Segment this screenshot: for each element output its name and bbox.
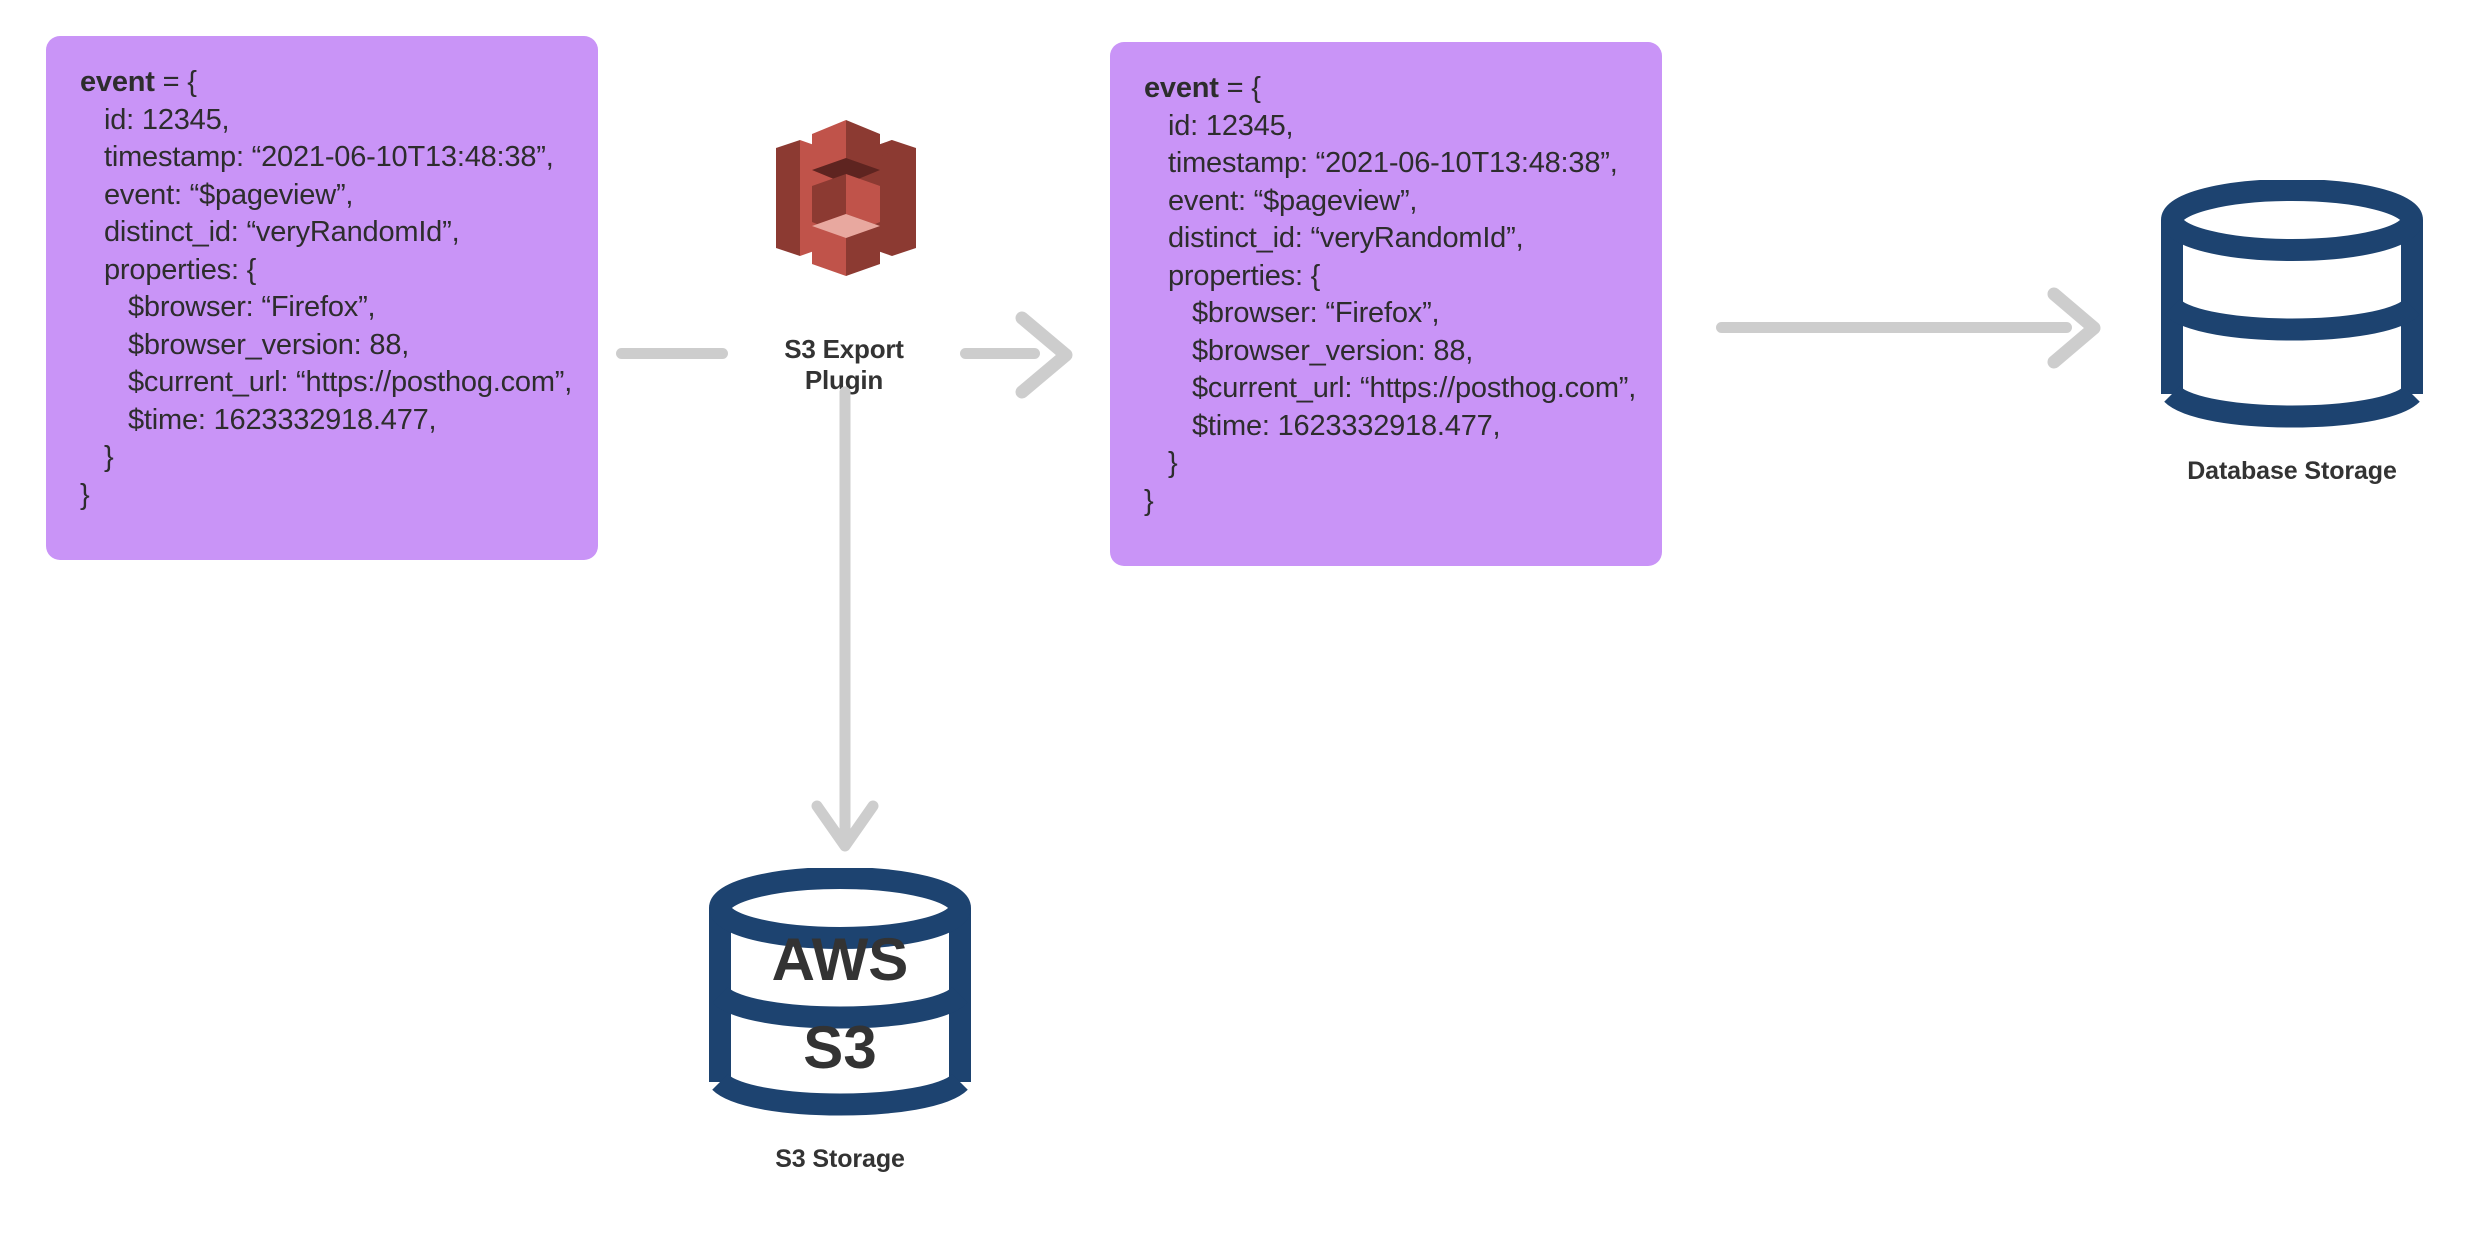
source-event-code-line: $browser: “Firefox”,: [128, 291, 376, 323]
exported-event-payload-card: event = { id: 12345, timestamp: “2021-06-1…: [1110, 42, 1662, 566]
s3-storage-cylinder-icon: AWS S3: [709, 867, 971, 1116]
s3-storage-band-top-text: AWS: [772, 926, 909, 993]
exported-event-code-block: event = { id: 12345, timestamp: “2021-06-1…: [1144, 70, 1637, 520]
arrow-exported-to-database-head: [2047, 287, 2101, 369]
exported-event-code-line: }: [1168, 447, 1178, 479]
exported-event-code-line: event = {: [1144, 72, 1261, 104]
database-storage-cylinder-icon: [2161, 179, 2423, 428]
source-event-code-line: event: “$pageview”,: [104, 178, 354, 211]
source-event-code-line: id: 12345,: [104, 103, 230, 136]
database-storage-caption: Database Storage: [2187, 457, 2397, 485]
exported-event-code-line: distinct_id: “veryRandomId”,: [1168, 222, 1524, 254]
exported-event-code-line: $browser_version: 88,: [1192, 334, 1474, 367]
exported-event-code-line: $browser: “Firefox”,: [1192, 297, 1440, 329]
database-storage-node: Database Storage: [2152, 179, 2432, 486]
aws-s3-logo-icon: [772, 118, 920, 278]
source-event-code-line: $browser_version: 88,: [128, 328, 410, 361]
exported-event-code-line: }: [1144, 484, 1154, 517]
exported-event-code-line: properties: {: [1168, 259, 1321, 292]
exported-event-code-line: $time: 1623332918.477,: [1192, 409, 1501, 442]
arrow-exported-to-database-shaft: [1716, 322, 2072, 333]
arrow-source-to-plugin: [616, 348, 728, 359]
source-event-code-line: properties: {: [104, 253, 257, 286]
source-event-code-line: event = {: [80, 66, 197, 98]
arrow-plugin-to-s3-storage: [811, 386, 879, 852]
arrow-plugin-to-exported-head: [1015, 311, 1073, 399]
source-event-code-line: }: [104, 441, 114, 473]
source-event-payload-card: event = { id: 12345, timestamp: “2021-06-1…: [46, 36, 598, 560]
source-event-code-line: timestamp: “2021-06-10T13:48:38”,: [104, 141, 554, 173]
source-event-code-line: }: [80, 478, 90, 511]
source-event-code-block: event = { id: 12345, timestamp: “2021-06-1…: [80, 64, 573, 514]
exported-event-code-line: timestamp: “2021-06-10T13:48:38”,: [1168, 147, 1618, 179]
s3-storage-band-bottom-text: S3: [803, 1014, 876, 1081]
s3-storage-caption: S3 Storage: [775, 1145, 905, 1173]
arrow-plugin-to-exported-shaft: [960, 348, 1040, 359]
exported-event-code-line: $current_url: “https://posthog.com”,: [1192, 372, 1637, 404]
source-event-code-line: $time: 1623332918.477,: [128, 403, 437, 436]
source-event-code-line: distinct_id: “veryRandomId”,: [104, 216, 460, 248]
exported-event-code-line: id: 12345,: [1168, 109, 1294, 142]
s3-storage-node: AWS S3 S3 Storage: [700, 867, 980, 1174]
exported-event-code-line: event: “$pageview”,: [1168, 184, 1418, 217]
source-event-code-line: $current_url: “https://posthog.com”,: [128, 366, 573, 398]
